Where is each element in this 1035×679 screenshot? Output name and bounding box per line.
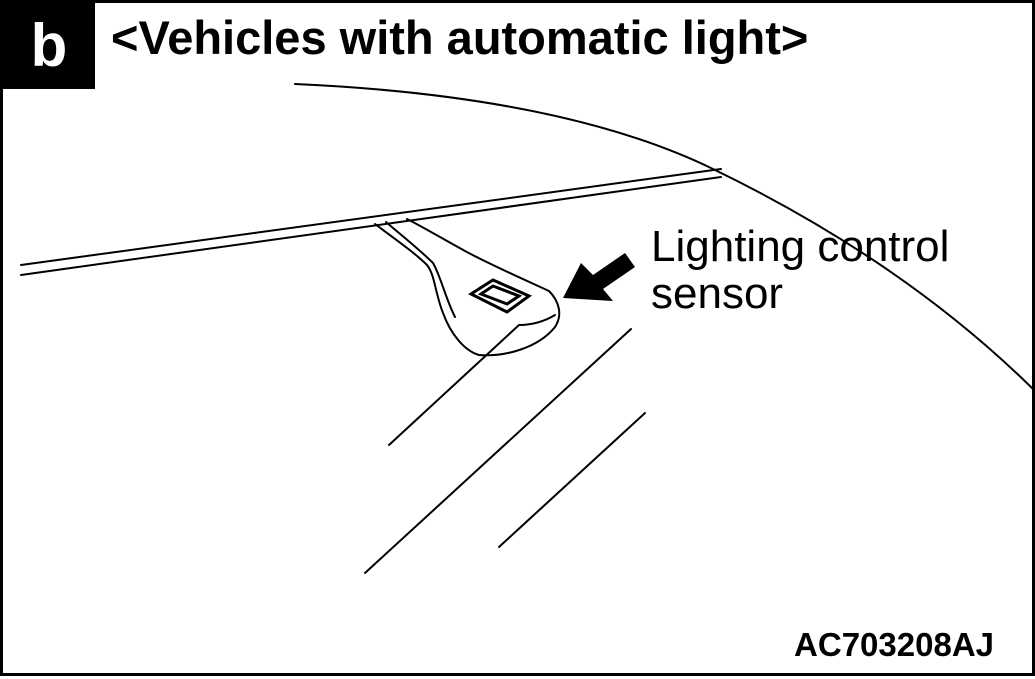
light-ray-3 — [498, 412, 646, 548]
section-badge: b — [3, 3, 95, 89]
windshield-edge-upper — [20, 168, 722, 266]
light-ray-1 — [388, 324, 520, 446]
diagram-title: <Vehicles with automatic light> — [111, 11, 809, 64]
sensor-window-outer — [467, 278, 532, 314]
sensor-callout-line-2: sensor — [651, 269, 784, 318]
sensor-housing-inner-contour — [385, 221, 456, 318]
sensor-housing-lip — [518, 314, 556, 326]
sensor-window-inner — [477, 284, 523, 306]
sensor-housing-outline — [374, 218, 561, 357]
light-ray-2 — [364, 328, 632, 574]
roof-edge-line — [294, 83, 1034, 390]
sensor-callout-line-1: Lighting control — [651, 222, 950, 271]
windshield-edge-lower — [20, 176, 722, 276]
arrow-pointer-icon — [563, 253, 635, 301]
windshield-sensor-illustration — [20, 83, 1034, 574]
figure-reference-code: AC703208AJ — [794, 626, 994, 663]
